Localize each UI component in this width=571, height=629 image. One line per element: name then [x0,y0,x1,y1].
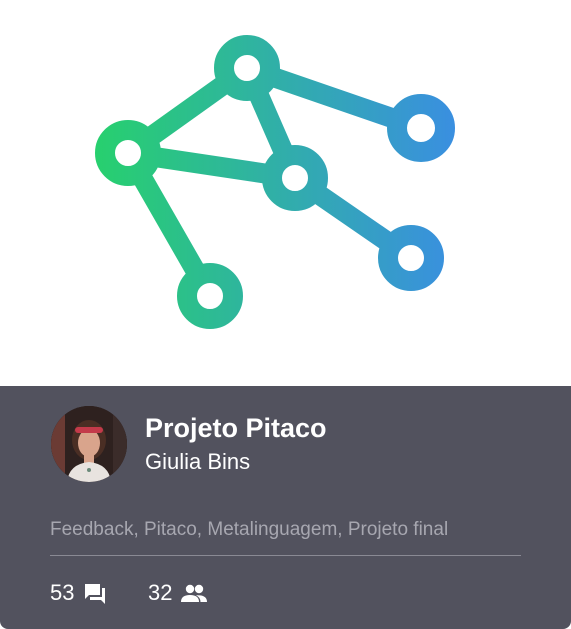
author-avatar[interactable] [51,406,127,482]
project-info-panel: Projeto Pitaco Giulia Bins Feedback, Pit… [0,386,571,629]
participants-stat: 32 [148,579,208,607]
comments-count: 53 [50,580,75,605]
comments-stat: 53 [50,579,108,607]
project-title[interactable]: Projeto Pitaco [145,413,327,443]
author-name[interactable]: Giulia Bins [145,449,251,474]
graph-node [262,145,328,211]
chat-bubbles-icon [82,581,108,605]
graph-node [387,94,455,162]
divider [50,555,521,556]
graph-node [214,35,280,101]
project-cover[interactable] [0,0,571,386]
participants-count: 32 [148,580,173,605]
graph-node [177,263,243,329]
project-tags: Feedback, Pitaco, Metalinguagem, Projeto… [50,519,449,540]
graph-node [95,120,161,186]
people-icon [180,582,208,604]
graph-node [378,225,444,291]
avatar-portrait [51,406,127,482]
network-graph-logo [95,35,455,329]
